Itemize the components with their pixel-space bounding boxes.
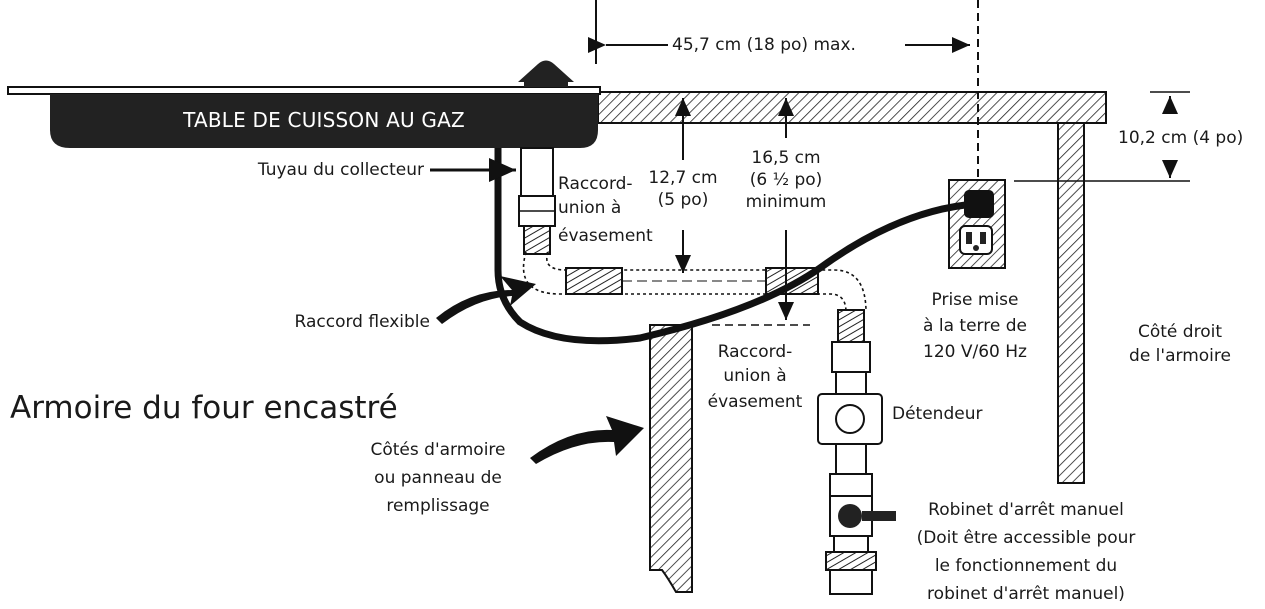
label-flex-connector: Raccord flexible — [294, 312, 430, 332]
dim-12-7-line1: 12,7 cm — [648, 168, 718, 188]
label-flare-union-bottom-2: union à — [723, 366, 787, 386]
flare-union-bottom — [831, 341, 871, 373]
label-shutoff-1: Robinet d'arrêt manuel — [928, 500, 1124, 520]
label-cabinet-sides-2: ou panneau de — [374, 468, 502, 488]
dim-max-distance: 45,7 cm (18 po) max. — [672, 35, 856, 55]
connector-nut-left — [565, 267, 623, 295]
label-manifold-pipe: Tuyau du collecteur — [257, 160, 424, 180]
label-cabinet-sides-1: Côtés d'armoire — [370, 440, 506, 460]
dim-12-7-line2: (5 po) — [657, 190, 709, 210]
label-cabinet-right-2: de l'armoire — [1129, 346, 1231, 366]
power-cord — [494, 148, 976, 345]
cabinet-title: Armoire du four encastré — [10, 390, 398, 426]
label-cabinet-sides-3: remplissage — [386, 496, 490, 516]
cabinet-side-panel — [649, 324, 693, 593]
dim-outlet-height: 10,2 cm (4 po) — [1118, 128, 1244, 148]
dim-16-5-line2: (6 ½ po) — [749, 170, 823, 190]
cord-plug — [964, 190, 994, 218]
label-shutoff-3: le fonctionnement du — [934, 556, 1118, 576]
label-flare-union-top-3: évasement — [558, 226, 653, 246]
label-flare-union-bottom-1: Raccord- — [717, 342, 793, 362]
countertop — [597, 91, 1107, 124]
manifold-pipe — [520, 147, 554, 197]
label-flare-union-bottom-3: évasement — [707, 392, 803, 412]
cabinet-right-side — [1057, 122, 1085, 484]
label-cabinet-right-1: Côté droit — [1138, 322, 1222, 342]
flex-connector-arrow — [436, 276, 536, 324]
label-flare-union-top-1: Raccord- — [558, 174, 633, 194]
dim-16-5-line3: minimum — [745, 192, 827, 212]
cooktop-body — [50, 94, 598, 148]
cooktop-label: TABLE DE CUISSON AU GAZ — [183, 108, 465, 132]
label-regulator: Détendeur — [892, 404, 983, 424]
flexible-connector — [522, 251, 847, 313]
cooktop-trim — [7, 86, 601, 95]
label-shutoff-2: (Doit être accessible pour — [916, 528, 1136, 548]
burner-grate — [518, 60, 574, 82]
dim-16-5-line1: 16,5 cm — [751, 148, 821, 168]
label-flare-union-top-2: union à — [558, 198, 622, 218]
valve-handle — [862, 511, 896, 521]
label-shutoff-4: robinet d'arrêt manuel) — [927, 584, 1125, 604]
label-outlet-2: à la terre de — [923, 316, 1027, 336]
label-outlet-1: Prise mise — [931, 290, 1019, 310]
label-outlet-3: 120 V/60 Hz — [923, 342, 1027, 362]
cabinet-sides-arrow — [530, 416, 644, 464]
